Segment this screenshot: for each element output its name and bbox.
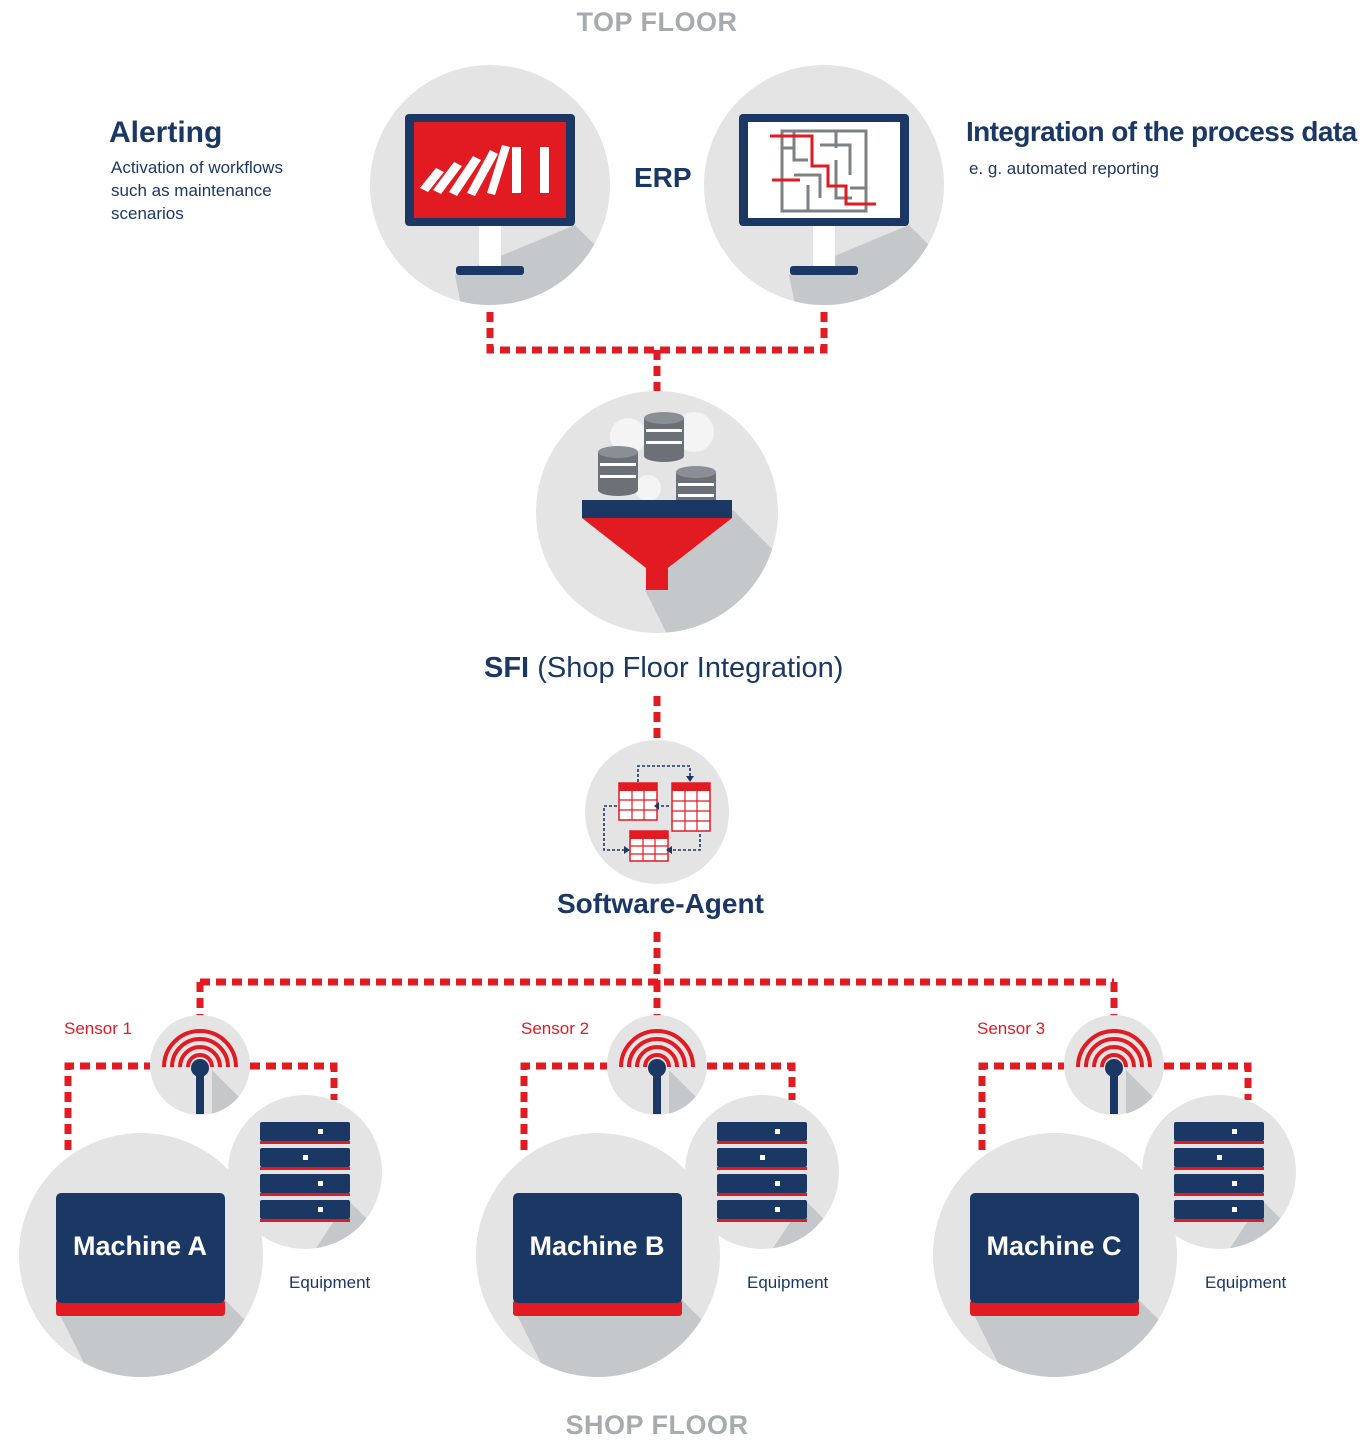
equipment-2-label: Equipment: [747, 1273, 829, 1292]
sensor-2-label: Sensor 2: [521, 1019, 590, 1038]
shop-floor-label: SHOP FLOOR: [565, 1410, 749, 1440]
data-table-icon: [629, 830, 669, 862]
integration-title: Integration of the process data: [966, 116, 1357, 147]
maze-path-icon: [770, 134, 876, 206]
data-table-icon: [618, 782, 658, 821]
connection-lines: [64, 312, 1252, 1150]
maze-icon: [780, 129, 868, 213]
sensor-1-links: [64, 1062, 338, 1150]
machine-a-icon: [19, 1133, 263, 1377]
equipment-2-server-icon: [685, 1095, 839, 1249]
sensor-1-antenna-icon: [150, 1015, 250, 1115]
alerting-description: Activation of workflows such as maintena…: [111, 156, 283, 225]
sensor-2-antenna-icon: [607, 1015, 707, 1115]
machine-b-label: Machine B: [529, 1231, 665, 1261]
erp-connector: [486, 312, 828, 354]
software-agent-label: Software-Agent: [557, 888, 764, 919]
equipment-1-label: Equipment: [289, 1273, 371, 1292]
sensor-2-links: [520, 1062, 796, 1150]
equipment-3-label: Equipment: [1205, 1273, 1287, 1292]
integration-monitor-icon: [704, 65, 944, 305]
software-agent-icon: [585, 740, 729, 884]
machine-c-icon: [933, 1133, 1177, 1377]
machine-a-label: Machine A: [72, 1231, 208, 1261]
database-icon: [598, 446, 638, 496]
sensor-3-label: Sensor 3: [977, 1019, 1046, 1038]
integration-subtitle: e. g. automated reporting: [969, 159, 1159, 178]
sync-arrows-icon: [603, 765, 701, 851]
database-icon: [676, 466, 716, 502]
alerting-title: Alerting: [109, 116, 223, 149]
sensor-3-links: [978, 1062, 1252, 1150]
sfi-full-name: (Shop Floor Integration): [537, 652, 844, 684]
data-table-icon: [671, 782, 711, 832]
machine-c-label: Machine C: [986, 1231, 1122, 1261]
top-floor-label: TOP FLOOR: [576, 7, 738, 37]
alerting-monitor-icon: [370, 65, 610, 305]
sensor-1-label: Sensor 1: [64, 1019, 133, 1038]
database-icon: [644, 412, 684, 462]
sensor-3-antenna-icon: [1064, 1015, 1164, 1115]
erp-label: ERP: [634, 162, 692, 193]
alerting-description-line: scenarios: [111, 204, 184, 223]
alerting-description-line: Activation of workflows: [111, 158, 283, 177]
sfi-abbreviation: SFI: [484, 652, 530, 684]
sfi-label: SFI (Shop Floor Integration): [484, 654, 843, 683]
alerting-description-line: such as maintenance: [111, 181, 272, 200]
